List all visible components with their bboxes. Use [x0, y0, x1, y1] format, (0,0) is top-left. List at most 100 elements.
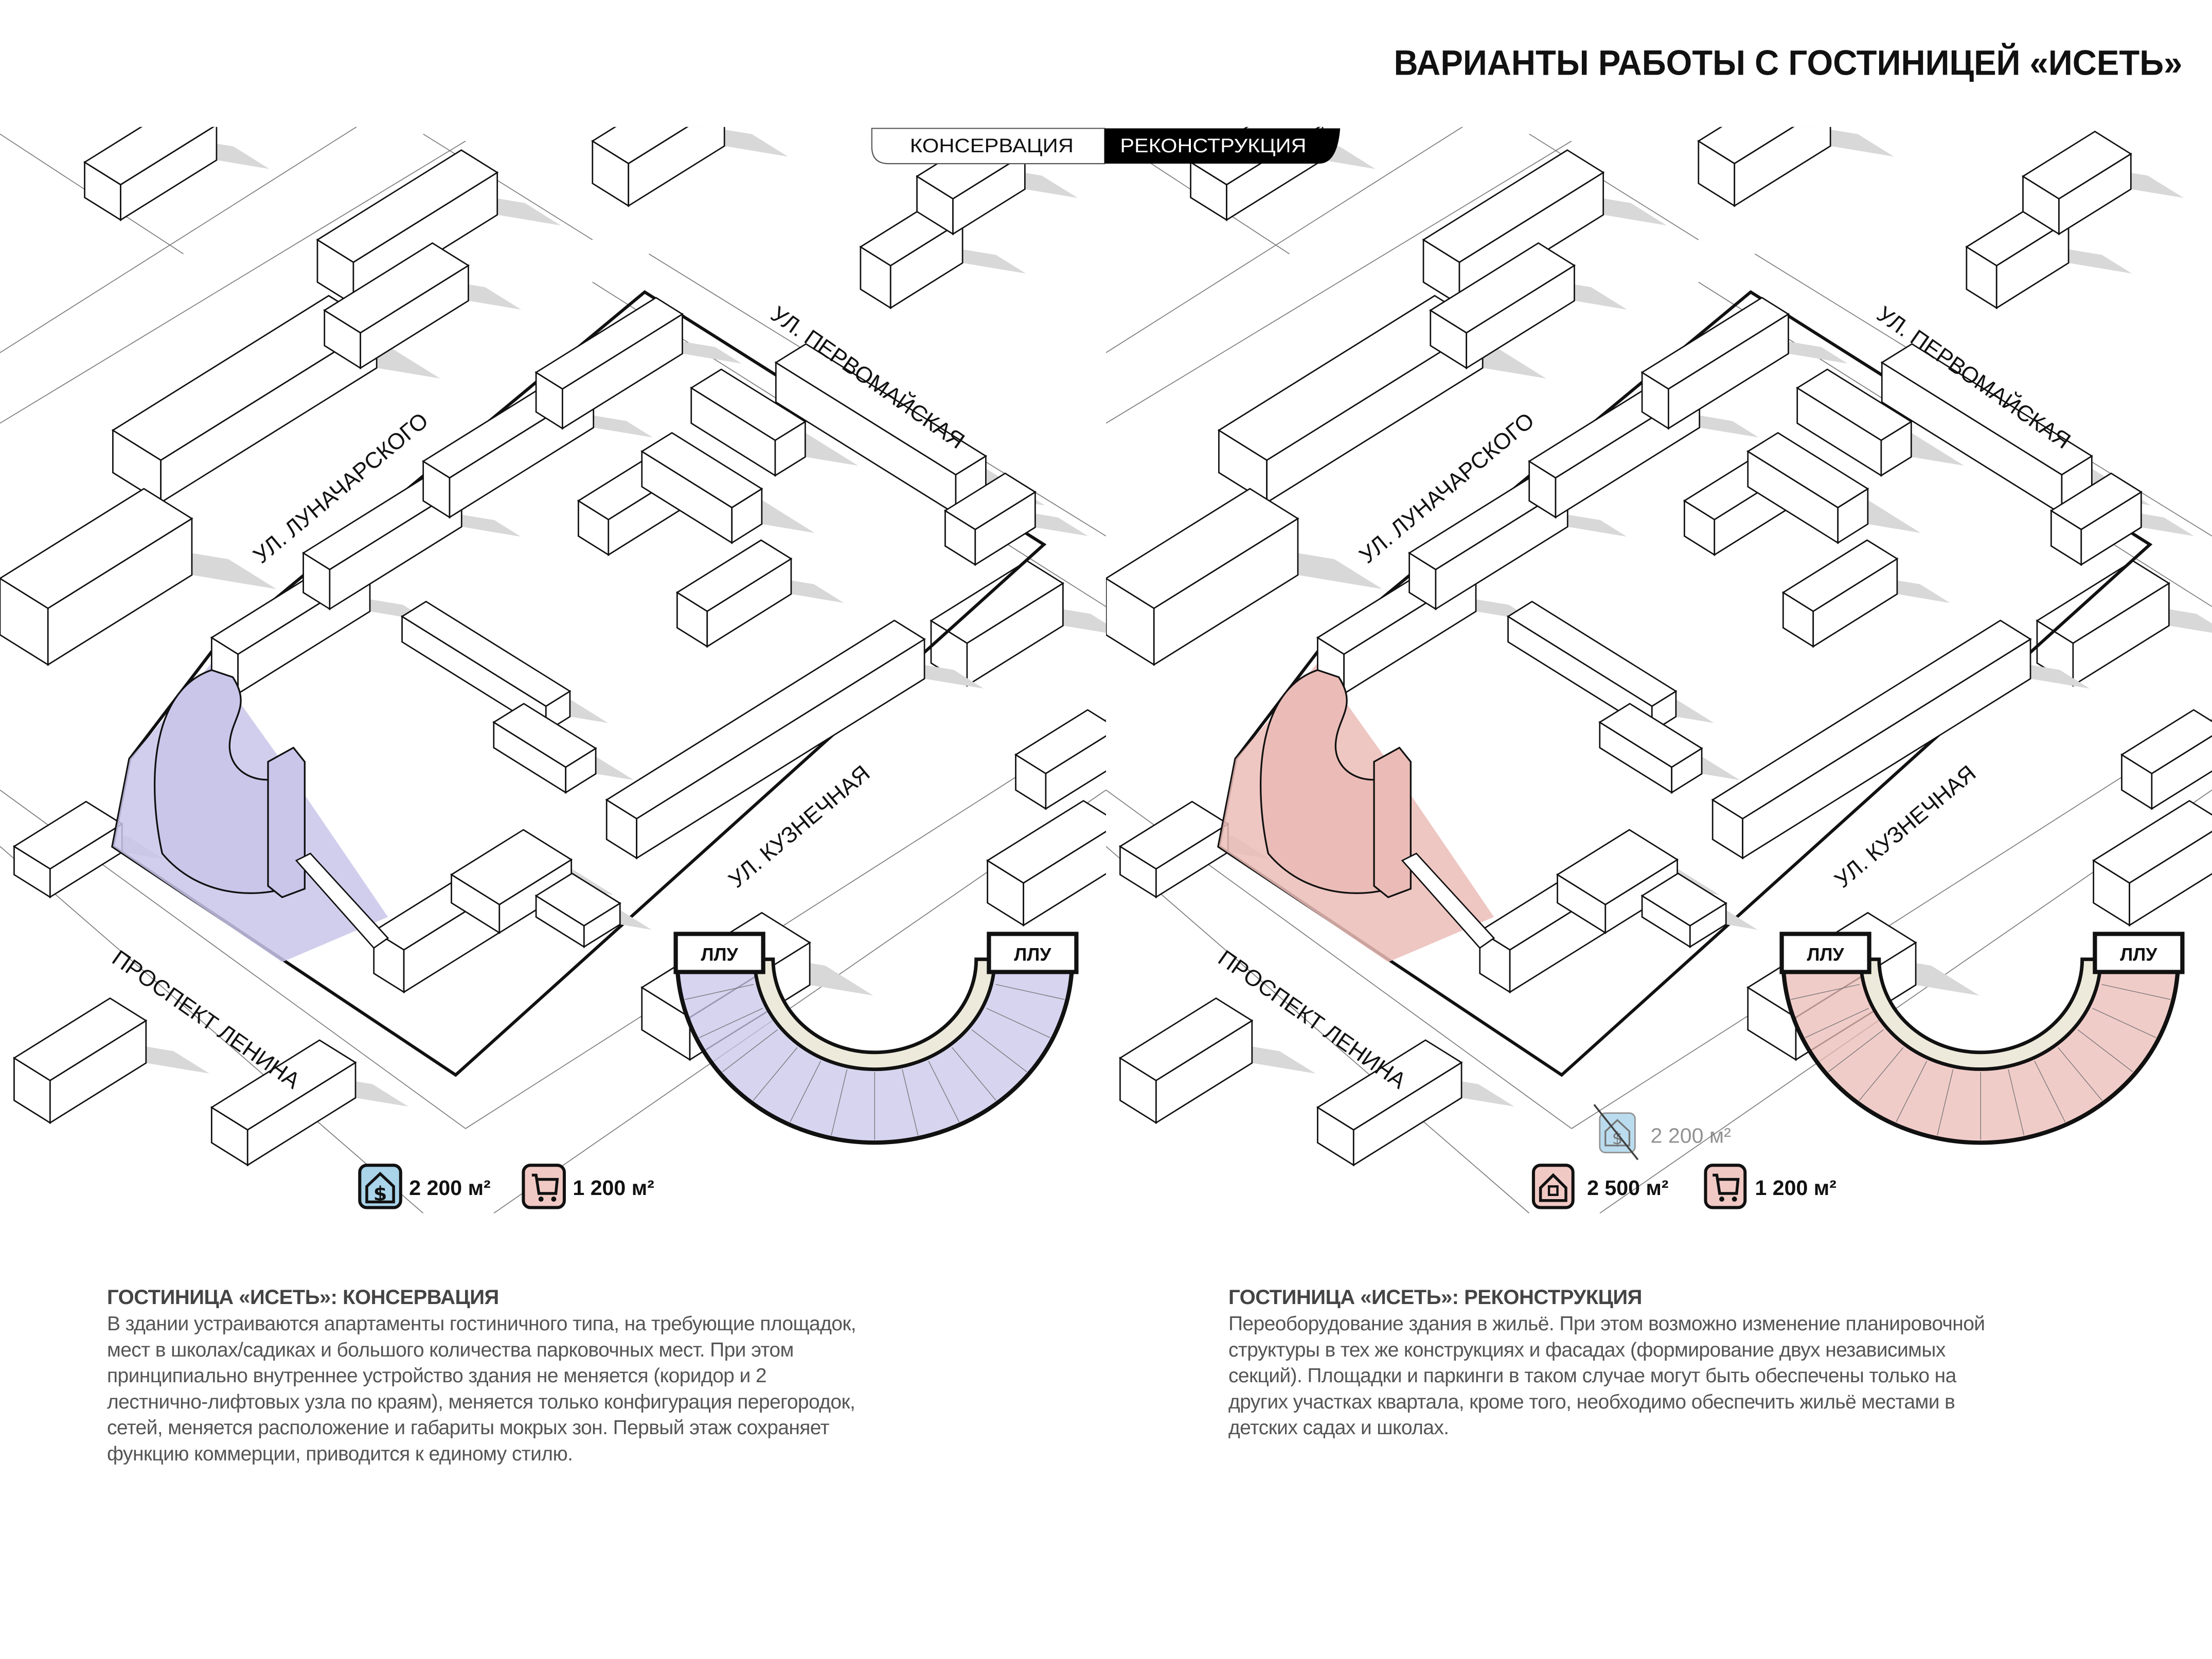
building-roof: [986, 799, 1106, 884]
building-roof: [2049, 472, 2143, 530]
floor-plan-partition: [1791, 984, 1860, 1000]
building-roof: [1711, 619, 2032, 820]
street-edge: [1106, 846, 1530, 1214]
floor-plan-partition: [952, 1047, 996, 1101]
building-roof: [400, 600, 572, 707]
floor-plan-outline: [1781, 959, 2181, 1145]
building-roof: [534, 872, 621, 927]
floor-plan-partition: [2058, 1047, 2102, 1101]
description-line: лестнично-лифтовых узла по краям), меняе…: [107, 1390, 855, 1413]
stat-apartments-left: $ 2 200 м²: [358, 1164, 491, 1209]
stat-apartments-removed: $ 2 200 м²: [1593, 1104, 1731, 1161]
house-dollar-icon: $: [358, 1164, 402, 1209]
description-line: функцию коммерции, приводится к единому …: [107, 1442, 573, 1465]
building-shadow: [50, 1040, 210, 1123]
building-roof: [1556, 829, 1679, 906]
building-shadow: [636, 659, 984, 859]
building-roof: [492, 703, 597, 768]
hotel-passage: [1401, 852, 1495, 949]
page-title: ВАРИАНТЫ РАБОТЫ С ГОСТИНИЦЕЙ «ИСЕТЬ»: [1394, 43, 2182, 82]
building-wall: [120, 127, 218, 222]
stair-core-box: [673, 932, 765, 974]
building-shadow: [707, 575, 844, 647]
floor-plan-partition: [971, 1029, 1027, 1073]
building-shadow: [360, 278, 522, 368]
description-reconstruction: ГОСТИНИЦА «ИСЕТЬ»: РЕКОНСТРУКЦИЯ Переобо…: [1228, 1286, 1985, 1441]
toggle-reconstruction-label: РЕКОНСТРУКЦИЯ: [1120, 135, 1306, 157]
toggle-conservation-label: КОНСЕРВАЦИЯ: [910, 135, 1074, 157]
floor-plan-partition: [2008, 1069, 2025, 1136]
description-line: Переоборудование здания в жильё. При это…: [1228, 1313, 1985, 1335]
building-shadow: [628, 127, 788, 206]
building-shadow: [1156, 1040, 1316, 1123]
stair-core-label: ЛЛУ: [701, 944, 739, 965]
building-shadow: [967, 603, 1106, 686]
building-roof: [591, 127, 689, 165]
hotel-passage: [295, 852, 389, 949]
cart-icon: [522, 1164, 566, 1209]
building-roof: [1506, 600, 1678, 707]
street-edge: [0, 846, 424, 1214]
building-roof: [1640, 872, 1727, 927]
building-shadow: [48, 545, 277, 665]
floor-plan-partition: [902, 1069, 919, 1136]
building-roof: [1316, 1039, 1463, 1131]
description-line: других участках квартала, кроме того, не…: [1228, 1390, 1955, 1413]
variant-toggle: КОНСЕРВАЦИЯ РЕКОНСТРУКЦИЯ: [871, 128, 1341, 165]
description-conservation: ГОСТИНИЦА «ИСЕТЬ»: КОНСЕРВАЦИЯ В здании …: [107, 1286, 857, 1467]
floor-plan-partition: [2077, 1029, 2133, 1073]
house-icon: [1531, 1164, 1575, 1209]
floor-plan-partition: [1805, 1008, 1869, 1038]
floor-plan-partition: [831, 1069, 848, 1136]
building-roof: [1781, 539, 1899, 612]
building-shadow: [2073, 603, 2212, 686]
description-heading: ГОСТИНИЦА «ИСЕТЬ»: РЕКОНСТРУКЦИЯ: [1228, 1286, 1642, 1309]
description-line: детских садах и школах.: [1228, 1417, 1449, 1439]
description-line: В здании устраиваются апартаменты гостин…: [107, 1313, 857, 1335]
floor-plan-partition: [790, 1061, 822, 1122]
building-roof: [2036, 560, 2170, 644]
floor-plan-partition: [753, 1047, 798, 1101]
building-roof: [2021, 130, 2132, 200]
building-shadow: [247, 1075, 408, 1165]
stair-core-box: [2093, 932, 2185, 974]
street-edge: [1571, 719, 2212, 1129]
building-roof: [323, 242, 470, 334]
building-roof: [2092, 799, 2212, 884]
svg-text:$: $: [373, 1183, 387, 1206]
street-edge: [423, 133, 593, 240]
building-wall: [2129, 830, 2212, 927]
building-roof: [1796, 368, 1913, 441]
building-roof: [943, 472, 1037, 530]
building-shadow: [120, 137, 270, 220]
floor-plan-partition: [2034, 1061, 2066, 1122]
floor-plan-partition: [2092, 1008, 2156, 1038]
floor-plan-partition: [1937, 1069, 1954, 1136]
floor-plan-partition: [685, 984, 754, 1000]
description-line: секций). Площадки и паркинги в таком слу…: [1228, 1365, 1956, 1387]
building-roof: [690, 368, 807, 441]
cart-icon: [1704, 1164, 1747, 1209]
building-roof: [1422, 149, 1605, 263]
building-shadow: [1226, 137, 1376, 220]
svg-text:$: $: [1612, 1128, 1623, 1148]
toggle-reconstruction[interactable]: РЕКОНСТРУКЦИЯ: [1104, 128, 1341, 164]
building-roof: [1118, 997, 1254, 1081]
building-roof: [640, 432, 763, 509]
building-roof: [1106, 488, 1299, 610]
toggle-conservation[interactable]: КОНСЕРВАЦИЯ: [871, 128, 1105, 165]
building-wall: [2151, 735, 2212, 810]
building-roof: [1880, 343, 2093, 476]
building-roof: [1014, 709, 1106, 775]
stat-commerce-left: 1 200 м²: [522, 1164, 654, 1209]
building-wall: [628, 127, 725, 207]
stat-value: 1 200 м²: [1755, 1176, 1836, 1200]
building-roof: [675, 539, 793, 612]
house-dollar-icon-crossed: $: [1593, 1104, 1639, 1161]
floor-plan-outline: [675, 959, 1075, 1145]
stat-value: 1 200 м²: [573, 1176, 654, 1200]
building-roof: [930, 560, 1064, 644]
